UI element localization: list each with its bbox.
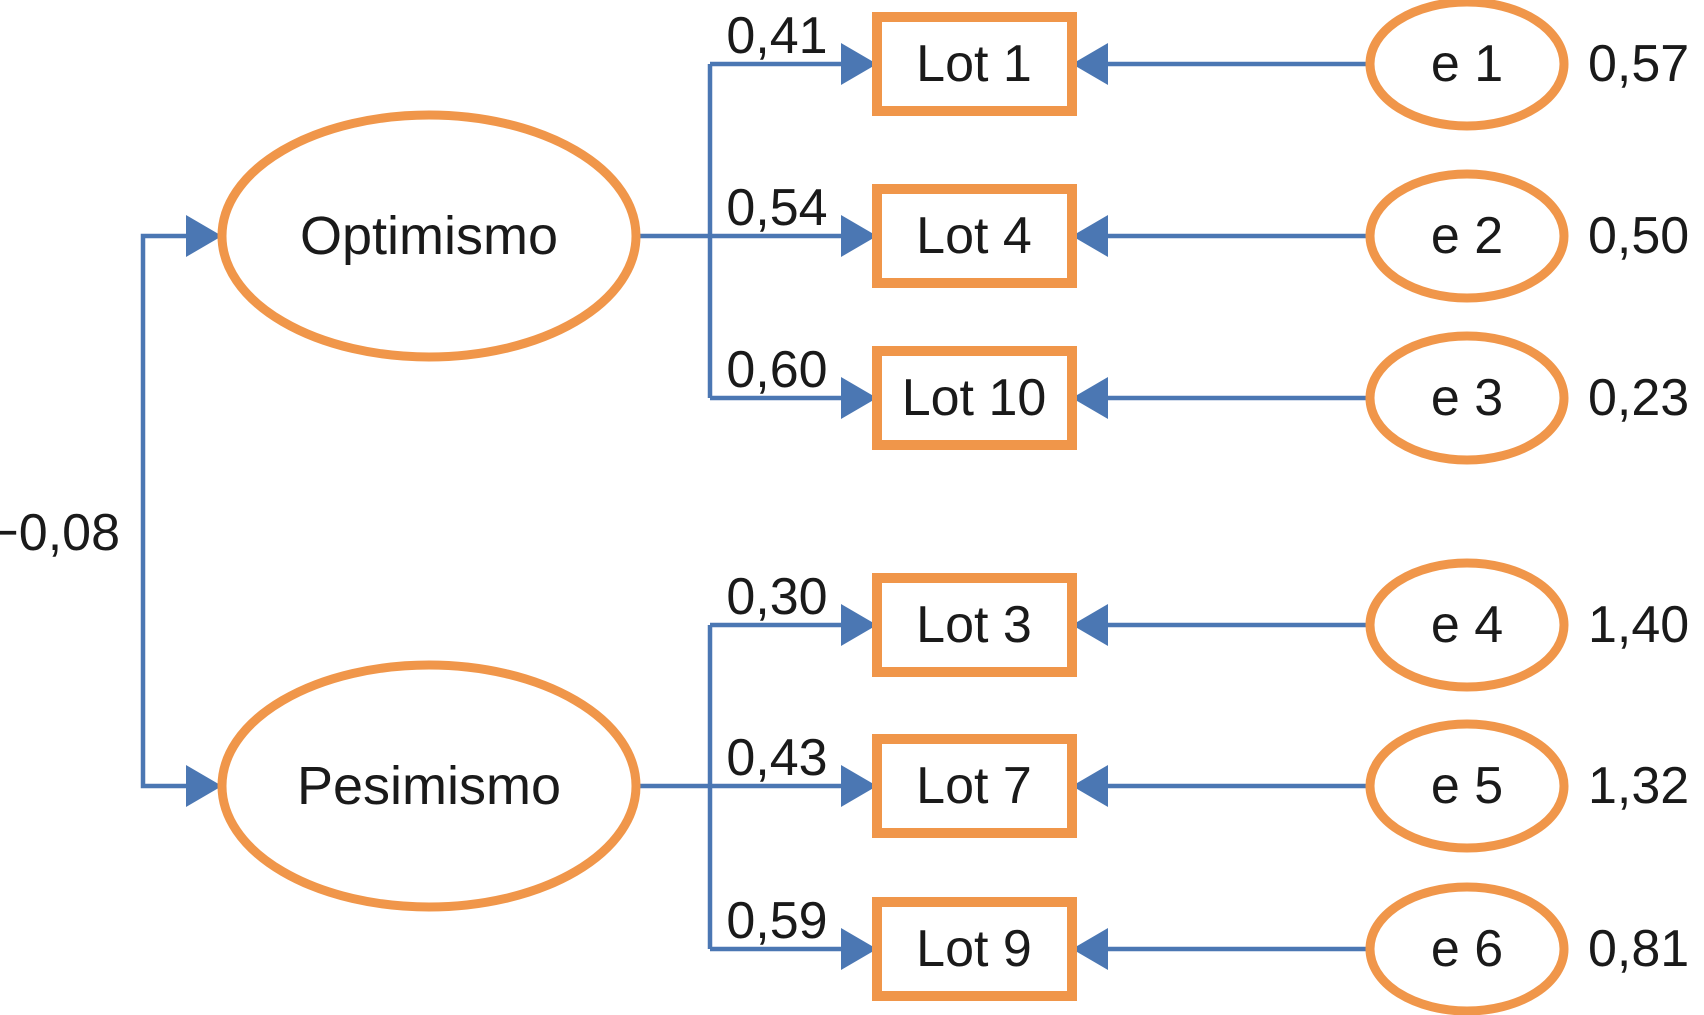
indicator-row: Lot 4 e 2 0,50 [872,169,1689,303]
indicator-label: Lot 7 [916,757,1032,815]
indicator-box [872,12,1077,116]
error-variance: 0,81 [1588,920,1689,978]
arrowhead-right-icon [841,43,877,85]
indicator-label: Lot 10 [902,369,1047,427]
indicator-label: Lot 3 [916,596,1032,654]
covariance-path: −0,08 [0,215,222,807]
arrowhead-right-icon [841,377,877,419]
indicator-row: Lot 7 e 5 1,32 [872,719,1689,853]
loading-value: 0,41 [726,7,827,65]
arrowhead-left-icon [1072,765,1108,807]
indicator-label: Lot 1 [916,35,1032,93]
loading-value: 0,59 [726,892,827,950]
arrowhead-right-icon [186,765,222,807]
indicator-box [872,573,1077,677]
latent-ellipse [217,660,641,912]
arrowhead-right-icon [841,928,877,970]
error-ellipse [1365,331,1569,465]
error-label: e 1 [1431,35,1503,93]
error-ellipse [1365,0,1569,131]
arrowhead-right-icon [186,215,222,257]
error-ellipse [1365,558,1569,692]
arrowhead-left-icon [1072,43,1108,85]
indicator-box [872,734,1077,838]
error-variance: 1,40 [1588,596,1689,654]
covariance-value: −0,08 [0,504,120,562]
error-label: e 3 [1431,369,1503,427]
error-variance: 0,23 [1588,369,1689,427]
indicator-row: Lot 10 e 3 0,23 [872,331,1689,465]
error-variance: 0,57 [1588,35,1689,93]
indicator-label: Lot 9 [916,920,1032,978]
arrowhead-left-icon [1072,377,1108,419]
error-label: e 2 [1431,207,1503,265]
arrowhead-left-icon [1072,928,1108,970]
covariance-line [140,233,186,789]
arrowhead-right-icon [841,604,877,646]
latent-pesimismo: 0,30 0,43 0,59 Pesimismo [217,568,877,970]
error-ellipse [1365,882,1569,1015]
indicator-label: Lot 4 [916,207,1032,265]
arrowhead-left-icon [1072,215,1108,257]
loading-value: 0,54 [726,179,827,237]
latent-label: Pesimismo [297,756,561,816]
indicator-box [872,184,1077,288]
indicator-row: Lot 1 e 1 0,57 [872,0,1689,131]
error-label: e 5 [1431,757,1503,815]
error-ellipse [1365,719,1569,853]
error-label: e 4 [1431,596,1503,654]
indicator-box [872,897,1077,1001]
error-variance: 1,32 [1588,757,1689,815]
loading-value: 0,43 [726,729,827,787]
error-label: e 6 [1431,920,1503,978]
error-variance: 0,50 [1588,207,1689,265]
loading-value: 0,60 [726,341,827,399]
arrowhead-right-icon [841,765,877,807]
arrowhead-right-icon [841,215,877,257]
indicator-box [872,346,1077,450]
indicator-row: Lot 3 e 4 1,40 [872,558,1689,692]
latent-label: Optimismo [300,206,558,266]
loading-value: 0,30 [726,568,827,626]
indicator-row: Lot 9 e 6 0,81 [872,882,1689,1015]
error-ellipse [1365,169,1569,303]
latent-ellipse [217,110,641,362]
latent-optimismo: 0,41 0,54 0,60 Optimismo [217,7,877,419]
arrowhead-left-icon [1072,604,1108,646]
